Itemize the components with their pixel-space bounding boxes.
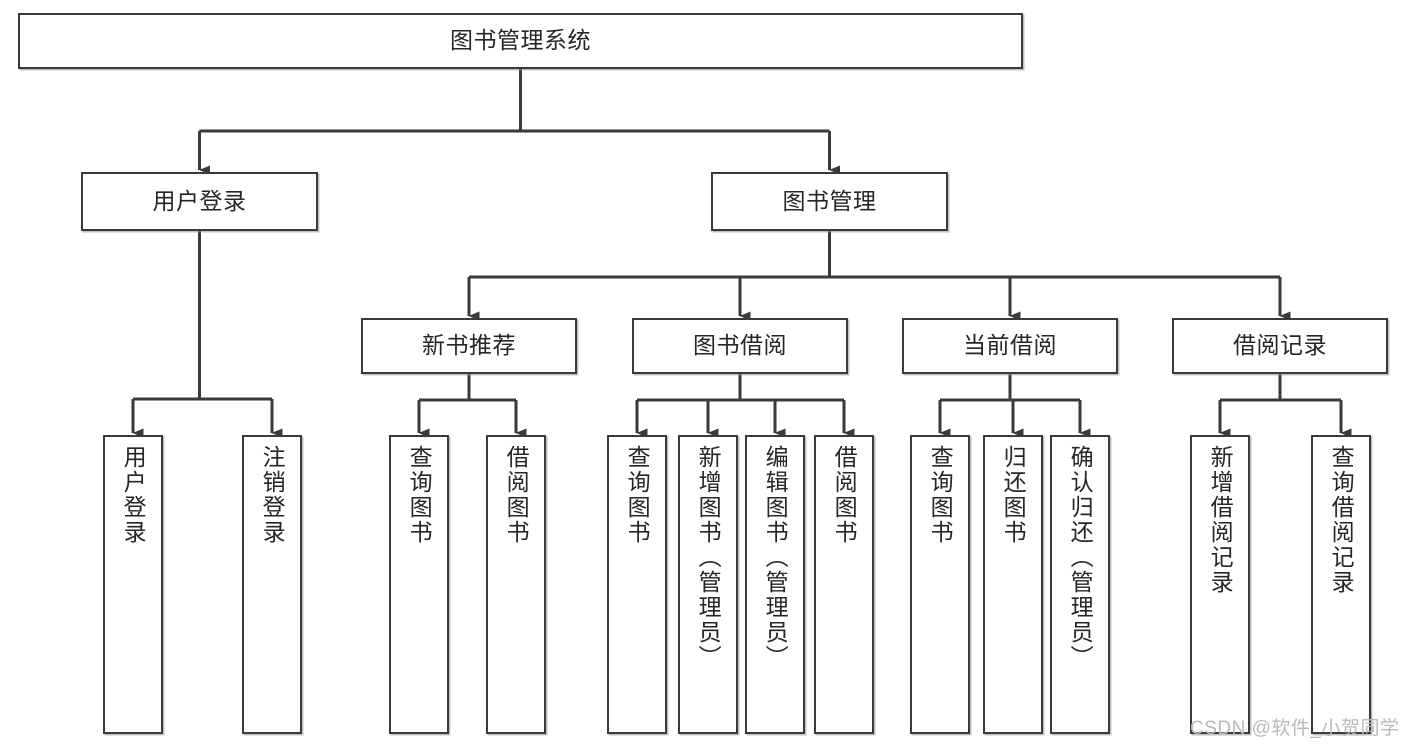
node-root-label: 图书管理系统 <box>450 27 591 54</box>
node-leaf-add-book[interactable]: 新增图书（管理员） <box>678 435 738 734</box>
node-borrow-record-label: 借阅记录 <box>1233 332 1327 359</box>
node-new-book-recommend[interactable]: 新书推荐 <box>361 318 577 374</box>
node-new-book-recommend-label: 新书推荐 <box>422 332 516 359</box>
node-leaf-logout[interactable]: 注销登录 <box>242 435 302 734</box>
node-leaf-borrow-book-2[interactable]: 借阅图书 <box>814 435 874 734</box>
node-book-manage[interactable]: 图书管理 <box>711 172 948 231</box>
node-leaf-confirm-return-label: 确认归还（管理员） <box>1067 445 1094 670</box>
node-leaf-user-login-label: 用户登录 <box>120 445 147 545</box>
node-user-login[interactable]: 用户登录 <box>81 172 318 231</box>
node-leaf-confirm-return[interactable]: 确认归还（管理员） <box>1050 435 1110 734</box>
node-book-borrow-label: 图书借阅 <box>693 332 787 359</box>
node-leaf-borrow-book-2-label: 借阅图书 <box>831 445 858 545</box>
node-leaf-query-record-label: 查询借阅记录 <box>1328 445 1355 595</box>
node-leaf-borrow-book-1[interactable]: 借阅图书 <box>486 435 546 734</box>
node-leaf-query-book-2[interactable]: 查询图书 <box>607 435 667 734</box>
node-leaf-query-book-3-label: 查询图书 <box>927 445 954 545</box>
node-leaf-borrow-book-1-label: 借阅图书 <box>503 445 530 545</box>
node-current-borrow-label: 当前借阅 <box>963 332 1057 359</box>
node-leaf-user-login[interactable]: 用户登录 <box>103 435 163 734</box>
node-leaf-add-book-label: 新增图书（管理员） <box>695 445 722 670</box>
node-borrow-record[interactable]: 借阅记录 <box>1172 318 1388 374</box>
node-leaf-edit-book-label: 编辑图书（管理员） <box>762 445 789 670</box>
node-root[interactable]: 图书管理系统 <box>18 13 1023 69</box>
node-leaf-query-book-1[interactable]: 查询图书 <box>389 435 449 734</box>
node-user-login-label: 用户登录 <box>152 187 247 214</box>
csdn-watermark: CSDN @软件_小贺同学 <box>1190 718 1400 739</box>
node-leaf-add-record-label: 新增借阅记录 <box>1207 445 1234 595</box>
node-leaf-query-book-3[interactable]: 查询图书 <box>910 435 970 734</box>
node-leaf-query-book-1-label: 查询图书 <box>406 445 433 545</box>
node-leaf-query-record[interactable]: 查询借阅记录 <box>1311 435 1371 734</box>
node-leaf-edit-book[interactable]: 编辑图书（管理员） <box>745 435 805 734</box>
node-leaf-return-book-label: 归还图书 <box>1000 445 1027 545</box>
node-book-manage-label: 图书管理 <box>782 187 877 214</box>
node-leaf-logout-label: 注销登录 <box>259 445 286 545</box>
node-leaf-add-record[interactable]: 新增借阅记录 <box>1190 435 1250 734</box>
node-leaf-return-book[interactable]: 归还图书 <box>983 435 1043 734</box>
node-book-borrow[interactable]: 图书借阅 <box>632 318 848 374</box>
node-current-borrow[interactable]: 当前借阅 <box>902 318 1118 374</box>
node-leaf-query-book-2-label: 查询图书 <box>624 445 651 545</box>
